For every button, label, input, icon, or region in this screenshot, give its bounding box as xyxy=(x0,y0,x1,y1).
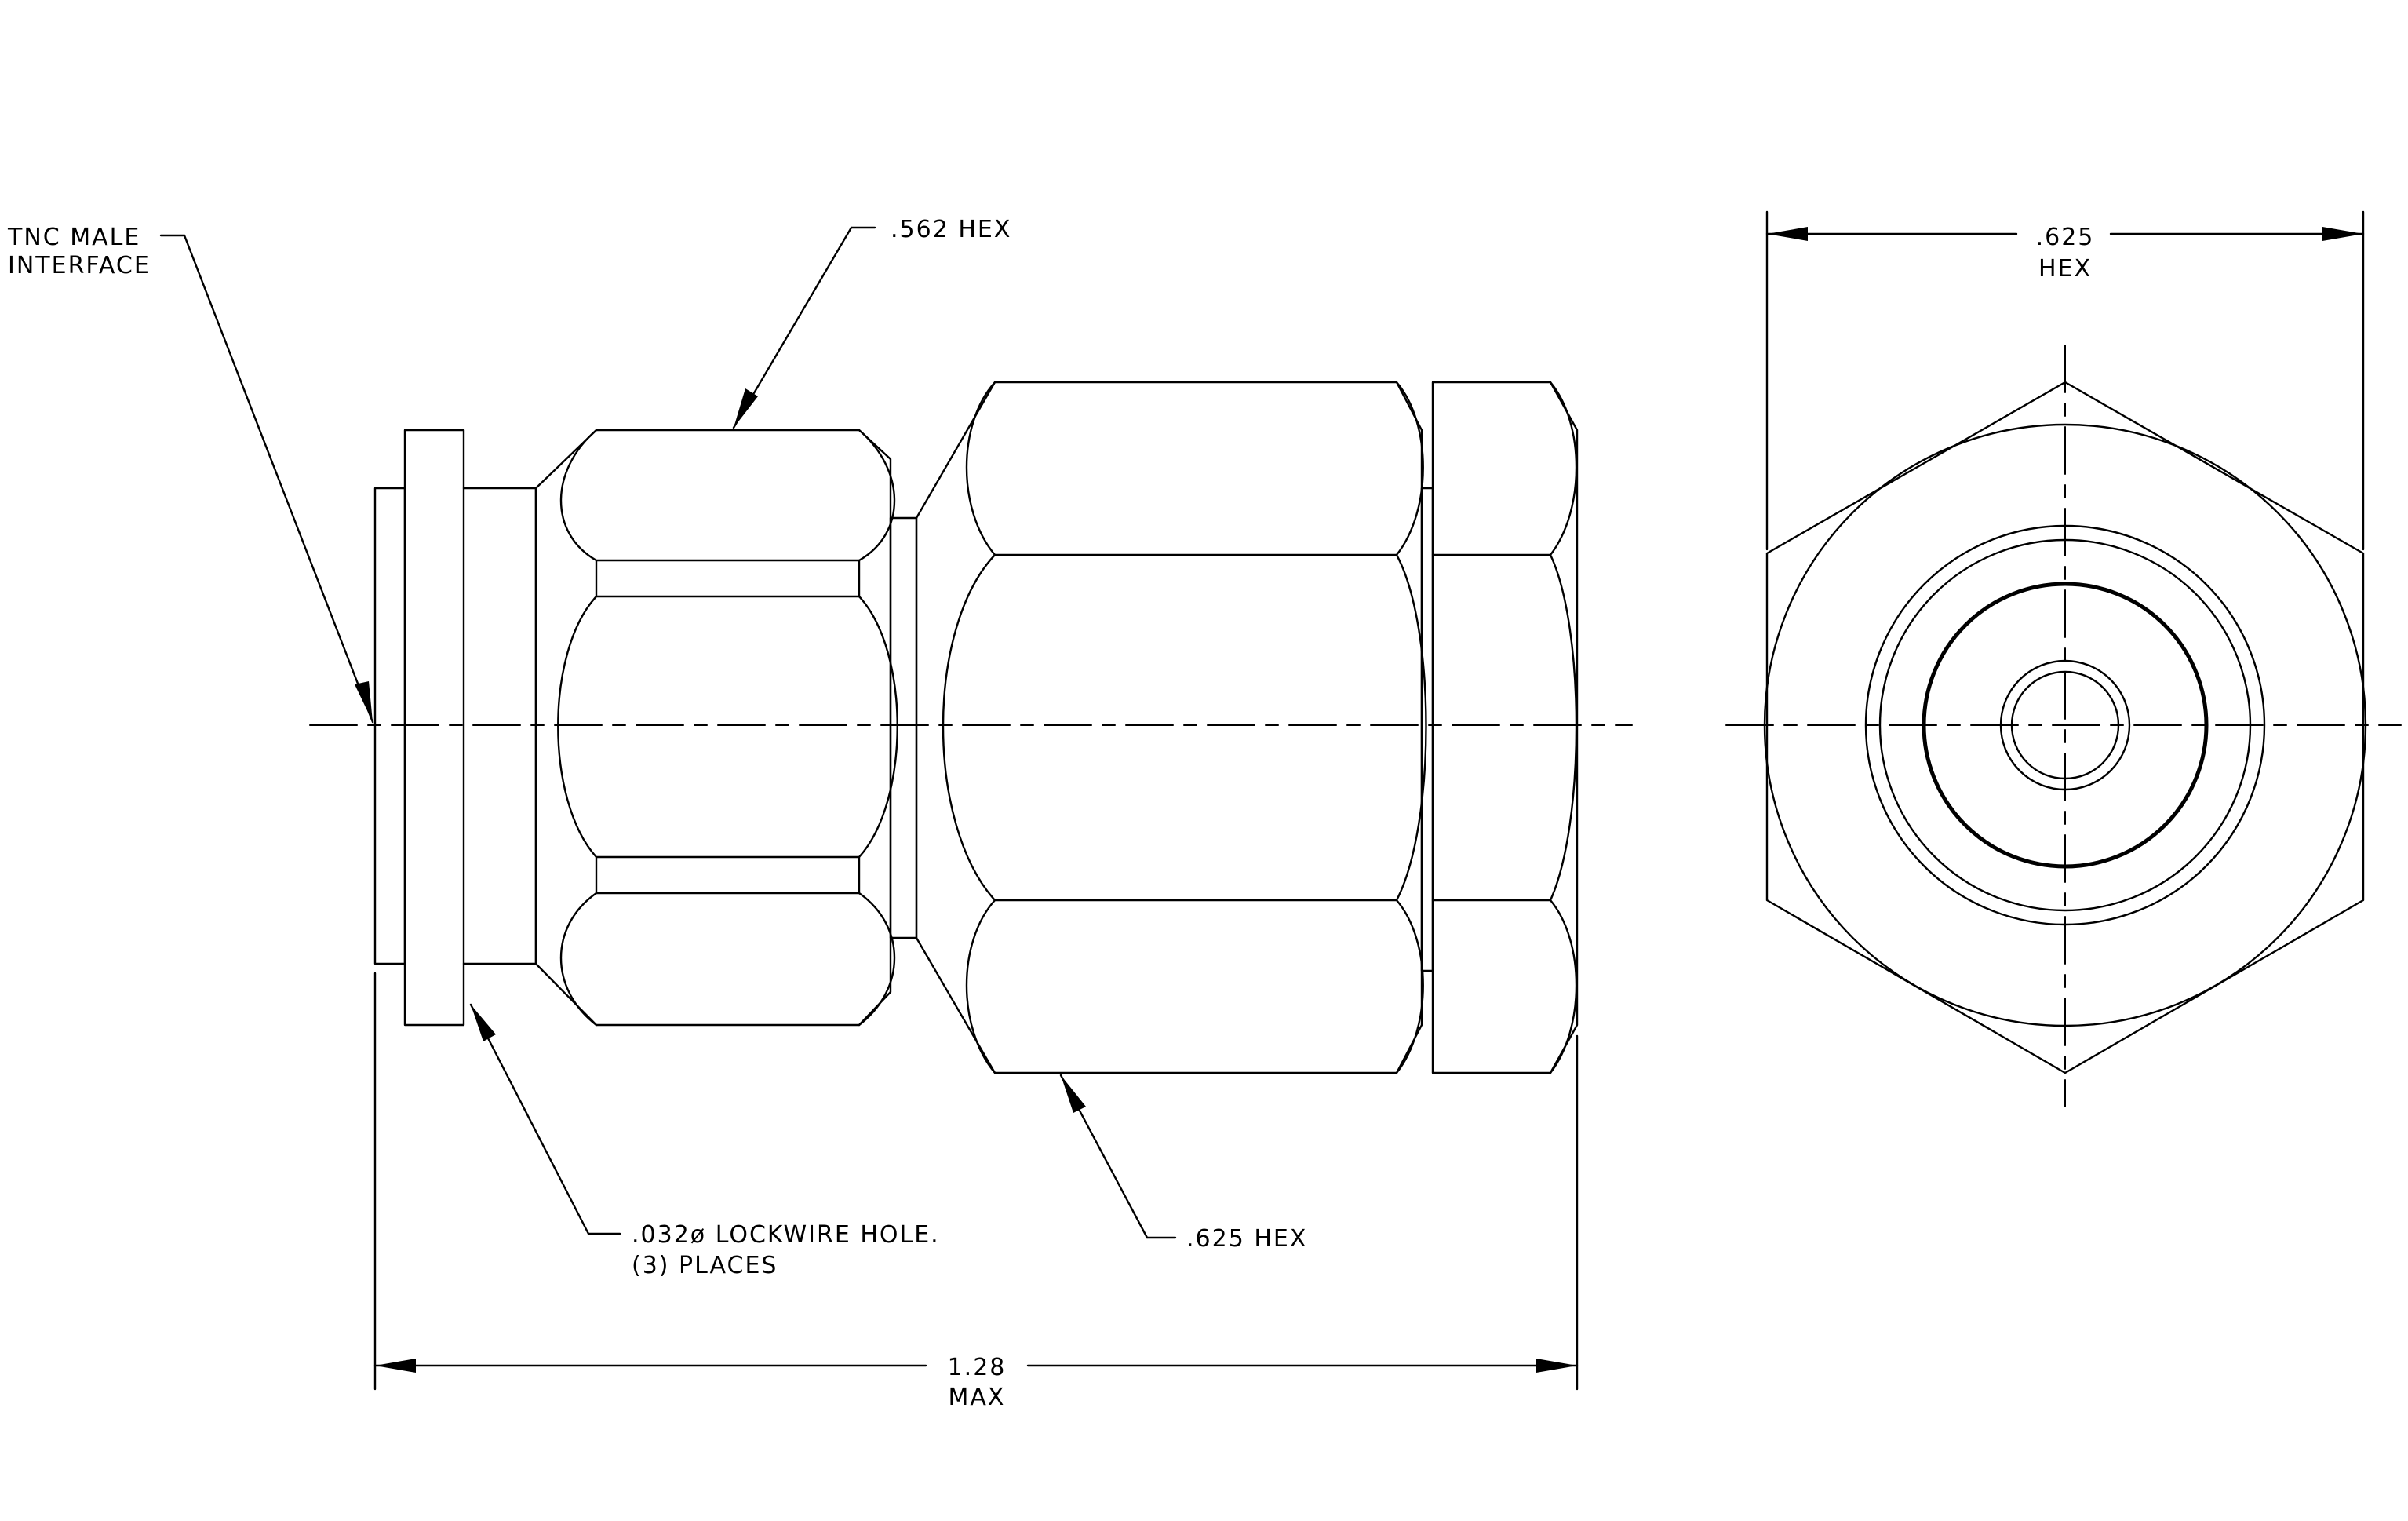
end-hex-value: .625 xyxy=(2036,224,2095,251)
body-hex-625 xyxy=(915,381,1427,1074)
hex-562-callout: .562 HEX xyxy=(732,216,1011,429)
gap-ring xyxy=(1420,487,1434,972)
coupling-nut-562 xyxy=(534,429,898,1027)
end-dielectric xyxy=(1922,582,2209,869)
length-max-note: MAX xyxy=(949,1384,1006,1411)
side-view xyxy=(309,381,1633,1074)
hex-625-side-label: .625 HEX xyxy=(1186,1225,1307,1253)
collar xyxy=(889,516,918,939)
length-value: 1.28 xyxy=(948,1354,1007,1381)
end-pin-inner xyxy=(2010,670,2120,780)
tnc-interface-callout: TNC MALE INTERFACE xyxy=(7,224,374,724)
tnc-label-line1: TNC MALE xyxy=(7,224,140,251)
end-outer-ring xyxy=(1864,524,2266,926)
end-inner-ring xyxy=(1878,538,2252,912)
lockwire-label-line2: (3) PLACES xyxy=(632,1252,778,1279)
lockwire-callout: .032ø LOCKWIRE HOLE. (3) PLACES xyxy=(469,1003,940,1279)
overall-length-dimension: 1.28 MAX xyxy=(373,972,1579,1411)
lockwire-label-line1: .032ø LOCKWIRE HOLE. xyxy=(632,1221,940,1249)
interface-flange xyxy=(403,429,465,1027)
hex-562-label: .562 HEX xyxy=(891,216,1011,243)
tnc-label-line2: INTERFACE xyxy=(8,252,151,279)
end-chamfer-circle xyxy=(1763,423,2367,1027)
end-hex-note: HEX xyxy=(2038,255,2092,283)
end-view: .625 HEX xyxy=(1725,210,2402,1107)
end-pin-outer xyxy=(1999,659,2131,791)
end-hex-outline xyxy=(1765,381,2365,1074)
end-hex-dimension: .625 HEX xyxy=(1765,210,2365,551)
rear-hex-nut xyxy=(1431,381,1579,1074)
hex-625-side-callout: .625 HEX xyxy=(1059,1074,1307,1253)
